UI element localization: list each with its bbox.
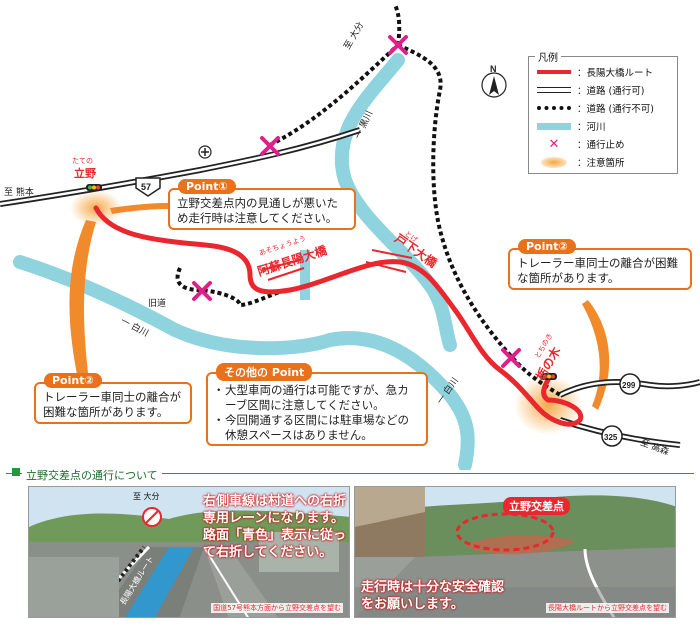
label-tateno: 立野 (74, 167, 96, 180)
kurokawa-river (334, 53, 457, 352)
map-legend: 凡例 ：長陽大橋ルート ：道路 (通行可) ：道路 (通行不可) ：河川 ✕ ：… (528, 49, 678, 174)
legend-item-closed: ：道路 (通行不可) (535, 101, 654, 115)
label-kumamoto: 至 熊本 (4, 188, 34, 198)
legend-item-road: ：道路 (通行可) (535, 83, 644, 97)
aso-bridge-mark (261, 259, 305, 281)
callout-other-points: その他の Point 大型車両の通行は可能ですが、急カーブ区間に注意してください… (206, 363, 428, 446)
closure-x-icon: ✕ (548, 136, 560, 152)
legend-item-river: ：河川 (535, 119, 606, 133)
photo1-text: 右側車線は村道への右折専用レーンになります。路面「青色」表示に従って右折してくだ… (203, 494, 347, 560)
photo1-scene (29, 487, 349, 617)
point2-left-tag: Point② (44, 373, 102, 388)
photo-intersection-from-route57: 至 大分 右側車線は村道への右折専用レーンになります。路面「青色」表示に従って右… (28, 486, 350, 618)
legend-title: 凡例 (535, 49, 561, 64)
legend-item-block: ✕ ：通行止め (535, 136, 625, 152)
point1-tag: Point① (178, 179, 236, 194)
label-tateno-ruby: たての (72, 157, 93, 165)
signal-tochinoki (541, 373, 557, 380)
photo-intersection-from-bridge-route: 立野交差点 走行時は十分な安全確認をお願いします。 長陽大橋ルートから立野交差点… (354, 486, 676, 618)
choyo-bridge-route (93, 205, 584, 427)
svg-text:N: N (490, 64, 497, 74)
label-kyudo: 旧道 (148, 299, 167, 309)
route-299-label: 299 (622, 381, 636, 390)
point2-right-tag: Point② (518, 239, 576, 254)
point1-text: 立野交差点内の見通しが悪いため走行時は注意してください。 (177, 196, 338, 225)
legend-item-caution: ：注意箇所 (535, 155, 625, 169)
callout-swoosh-left (69, 220, 96, 390)
photo2-caption: 長陽大橋ルートから立野交差点を望む (546, 603, 669, 613)
section-title: 立野交差点の通行について (22, 467, 162, 483)
shirakawa-river (13, 255, 475, 470)
route-map: N 57 299 325 (0, 4, 700, 470)
callout-point1: Point① 立野交差点内の見通しが悪いため走行時は注意してください。 (168, 179, 356, 230)
callout-point2-right: Point② トレーラー車同士の離合が困難な箇所があります。 (508, 239, 692, 290)
callout-swoosh-point1 (110, 203, 168, 214)
other-point-bullet-2: 今回開通する区間には駐車場などの休憩スペースはありません。 (213, 413, 419, 443)
photo1-sign: 至 大分 (133, 492, 160, 501)
callout-point2-left: Point② トレーラー車同士の離合が困難な箇所があります。 (34, 373, 192, 424)
legend-item-route: ：長陽大橋ルート (535, 65, 653, 79)
photo2-badge: 立野交差点 (503, 497, 570, 515)
closure-markers (192, 35, 521, 368)
section-header: 立野交差点の通行について (0, 467, 700, 488)
route-325-label: 325 (604, 433, 618, 442)
point2-left-text: トレーラー車同士の離合が困難な箇所があります。 (43, 390, 181, 419)
photo2-text: 走行時は十分な安全確認をお願いします。 (361, 580, 505, 612)
point2-right-text: トレーラー車同士の離合が困難な箇所があります。 (517, 256, 678, 285)
signal-tateno (86, 184, 102, 191)
route-57-label: 57 (141, 182, 151, 192)
other-points-tag: その他の Point (216, 363, 313, 381)
callout-swoosh-right (582, 300, 610, 410)
route-325-shield (601, 425, 623, 447)
route-57-shield (135, 177, 161, 197)
intersection-highlight (455, 512, 555, 552)
north-arrow-icon (481, 72, 507, 98)
route-299-shield (619, 373, 641, 395)
toge-bridge-mark (365, 249, 413, 273)
other-point-bullet-1: 大型車両の通行は可能ですが、急カーブ区間に注意してください。 (213, 383, 419, 413)
photo1-caption: 国道57号熊本方面から立野交差点を望む (211, 603, 343, 613)
shrine-icon (198, 145, 212, 159)
